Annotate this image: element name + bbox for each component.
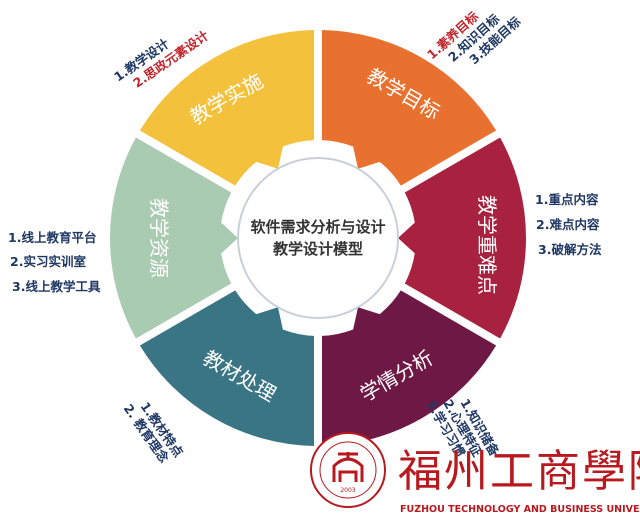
segment-resources: [109, 137, 238, 339]
note-item: 1.线上教育平台: [8, 230, 96, 245]
segment-goals: [321, 30, 497, 186]
center-title-line1: 软件需求分析与设计: [250, 218, 385, 236]
segment-learner-analysis: [321, 290, 497, 446]
note-item: 3.破解方法: [538, 242, 602, 257]
university-name-en: FUZHOU TECHNOLOGY AND BUSINESS UNIVERSIT…: [400, 504, 640, 515]
segment-textbook: [139, 290, 315, 446]
notes-textbook: 1.教材特点 2. 教育理念: [121, 399, 187, 466]
segment-label-key-points: 教学重难点: [475, 195, 499, 295]
notes-resources: 1.线上教育平台 2.实习实训室 3.线上教学工具: [8, 230, 101, 294]
notes-key-points: 1.重点内容 2.难点内容 3.破解方法: [535, 192, 602, 257]
segment-key-points: [398, 137, 526, 339]
segment-label-resources: 教学资源: [147, 198, 171, 278]
center-title-line2: 教学设计模型: [272, 240, 363, 258]
note-item: 3.线上教学工具: [12, 279, 101, 294]
university-name-cn: 福州工商學院: [398, 446, 640, 497]
note-item: 1.重点内容: [535, 192, 599, 207]
model-ring: [109, 30, 526, 446]
segment-implementation: [139, 30, 315, 186]
seal-year: 2003: [340, 487, 355, 494]
university-logo: 2003 福州工商學院 FUZHOU TECHNOLOGY AND BUSINE…: [310, 432, 640, 515]
center-circle: [237, 157, 399, 319]
university-seal: 2003: [310, 432, 386, 508]
note-item: 2.难点内容: [536, 217, 600, 232]
note-item: 2.实习实训室: [10, 254, 86, 269]
